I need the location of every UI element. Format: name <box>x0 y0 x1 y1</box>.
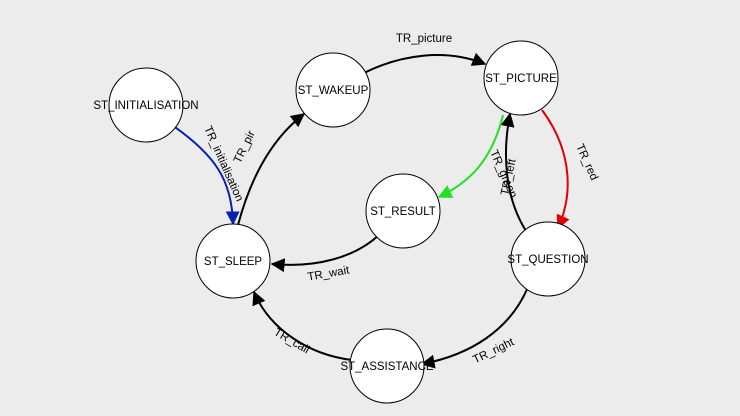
edge-wait <box>270 233 381 273</box>
edge-green <box>437 114 504 198</box>
state-label-picture: ST_PICTURE <box>485 73 557 85</box>
state-wakeup: ST_WAKEUP <box>295 52 371 128</box>
state-sleep: ST_SLEEP <box>195 223 271 299</box>
edge-red <box>541 109 570 230</box>
state-label-assistance: ST_ASSISTANCE <box>340 361 433 373</box>
state-label-initialisation: ST_INITIALISATION <box>93 100 198 112</box>
edge-pir <box>237 113 306 226</box>
transition-label-wait: TR_wait <box>307 264 351 283</box>
transition-label-red: TR_red <box>573 142 600 182</box>
edge-picture <box>363 52 487 74</box>
state-label-question: ST_QUESTION <box>507 254 588 266</box>
edge-right <box>420 286 529 369</box>
transition-label-call: TR_call <box>272 326 312 356</box>
edge-initialisation <box>171 124 240 226</box>
transition-label-picture: TR_picture <box>396 33 452 45</box>
state-label-sleep: ST_SLEEP <box>204 256 262 268</box>
edges <box>171 52 570 369</box>
state-result: ST_RESULT <box>365 173 441 249</box>
state-label-result: ST_RESULT <box>370 206 436 218</box>
state-label-wakeup: ST_WAKEUP <box>298 85 369 97</box>
state-initialisation: ST_INITIALISATION <box>93 67 199 143</box>
state-assistance: ST_ASSISTANCE <box>340 328 434 404</box>
transition-label-pir: TR_pir <box>232 129 258 165</box>
edge-left <box>500 112 529 235</box>
transition-label-right: TR_right <box>471 336 517 366</box>
state-picture: ST_PICTURE <box>483 40 559 116</box>
edge-call <box>252 290 353 361</box>
state-question: ST_QUESTION <box>507 221 589 297</box>
